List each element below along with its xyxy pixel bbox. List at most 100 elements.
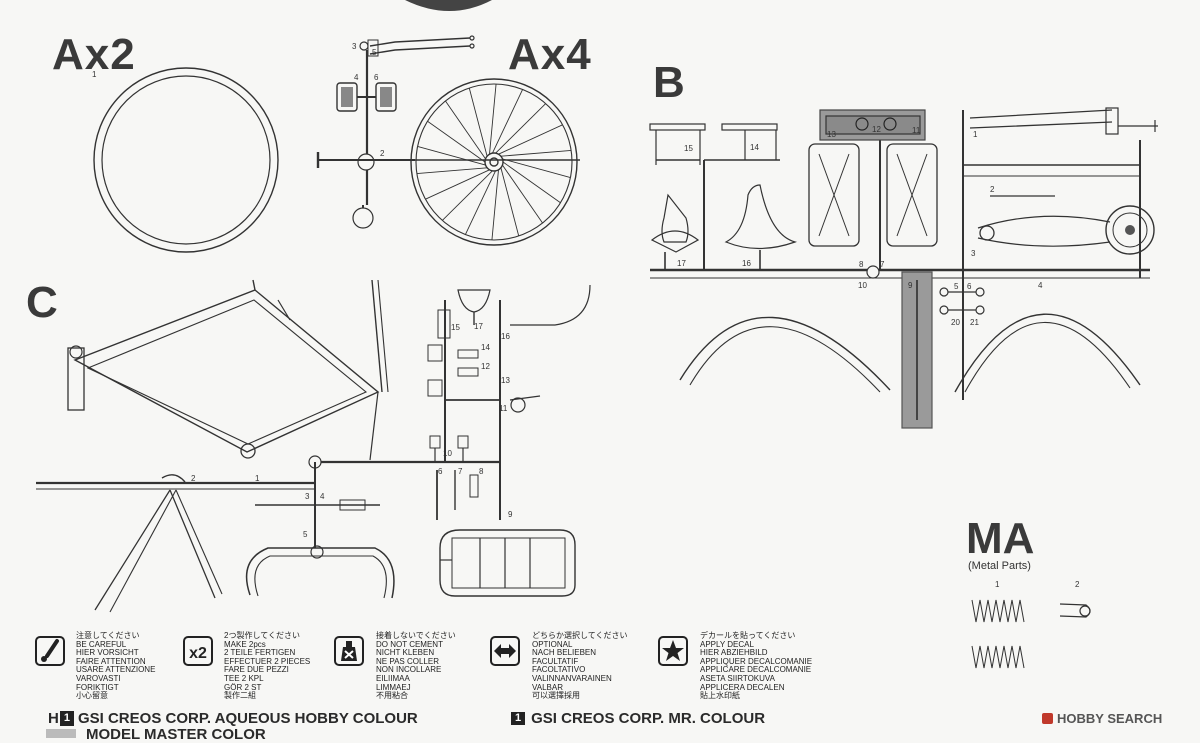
legend-apply-decal: デカールを貼ってください APPLY DECAL HIER ABZIEHBILD…: [700, 631, 813, 701]
legend-line: 不用粘合: [376, 691, 408, 701]
part-a4: 4: [354, 73, 359, 82]
paint-mr-colour: 1 GSI CREOS CORP. MR. COLOUR: [511, 710, 765, 727]
sprue-a-letter-2: A: [508, 30, 541, 79]
legend-line: TEE 2 KPL: [224, 673, 264, 683]
part-a6: 6: [374, 73, 379, 82]
part-b15: 15: [684, 144, 693, 153]
sprue-a-multiplier: x2: [84, 30, 136, 79]
paint-h-box: 1: [59, 711, 74, 726]
legend-make-two: 2つ製作してください MAKE 2pcs 2 TEILE FERTIGEN EF…: [224, 631, 310, 701]
legend-line: USARE ATTENZIONE: [76, 665, 156, 675]
part-ma1: 1: [995, 580, 1000, 589]
legend-line: デカールを貼ってください: [700, 631, 796, 640]
part-c12: 12: [481, 362, 490, 371]
legend-line: FORIKTIGT: [76, 682, 119, 692]
legend-line: NACH BELIEBEN: [532, 648, 597, 658]
sprue-b-label: B: [653, 58, 685, 107]
part-b12: 12: [872, 125, 881, 134]
legend-line: DO NOT CEMENT: [376, 639, 443, 649]
part-b5: 5: [954, 282, 959, 291]
paint-aqueous-label: GSI CREOS CORP. AQUEOUS HOBBY COLOUR: [77, 710, 418, 727]
part-c10: 10: [443, 449, 452, 458]
legend-line: GÖR 2 ST: [224, 682, 262, 692]
part-b21: 21: [970, 318, 979, 327]
legend-line: BE CAREFUL: [76, 639, 127, 649]
legend-line: VAROVASTI: [76, 673, 121, 683]
legend-line: 製作二組: [224, 691, 256, 701]
legend-line: HIER ABZIEHBILD: [700, 648, 768, 658]
legend-line: どちらか選択してください: [532, 631, 628, 640]
part-a3: 3: [352, 42, 357, 51]
part-b11: 11: [912, 126, 921, 135]
legend-line: APPLICERA DECALEN: [700, 682, 785, 692]
optional-icon: [490, 636, 520, 666]
part-c7: 7: [458, 467, 463, 476]
sprue-ma-label: MA: [966, 514, 1035, 563]
legend-line: 小心留意: [76, 691, 108, 701]
part-c1: 1: [255, 474, 260, 483]
apply-decal-icon: [658, 636, 688, 666]
part-b14: 14: [750, 143, 759, 152]
part-c14: 14: [481, 343, 490, 352]
make-two-icon: x2: [183, 636, 213, 666]
legend-line: 注意してください: [76, 631, 140, 640]
legend-line: 貼上水印紙: [700, 691, 740, 701]
legend-line: 接着しないでください: [376, 631, 456, 640]
part-c13: 13: [501, 376, 510, 385]
part-c16: 16: [501, 332, 510, 341]
legend-line: LIMMAEJ: [376, 682, 411, 692]
paint-mr-box: 1: [511, 712, 526, 725]
legend-line: NE PAS COLLER: [376, 656, 439, 666]
legend-line: 2つ製作してください: [224, 631, 300, 640]
careful-icon: [35, 636, 65, 666]
do-not-cement-icon: [334, 636, 364, 666]
part-b6: 6: [967, 282, 972, 291]
part-c11: 11: [499, 404, 508, 413]
part-ma2: 2: [1075, 580, 1080, 589]
part-c4: 4: [320, 492, 325, 501]
sprue-a-wheel-label: Ax4: [508, 30, 592, 80]
make-two-icon-text: x2: [189, 645, 207, 662]
legend-line: NICHT KLEBEN: [376, 648, 435, 658]
legend-line: 2 TEILE FERTIGEN: [224, 648, 296, 658]
part-b8: 8: [859, 260, 864, 269]
hobby-search-watermark: HOBBY SEARCH: [1042, 711, 1162, 726]
part-c5: 5: [303, 530, 308, 539]
legend-line: APPLIQUER DECALCOMANIE: [700, 656, 813, 666]
legend-line: FAIRE ATTENTION: [76, 656, 146, 666]
part-a2: 2: [380, 149, 385, 158]
part-c3: 3: [305, 492, 310, 501]
legend-do-not-cement: 接着しないでください DO NOT CEMENT NICHT KLEBEN NE…: [376, 631, 456, 701]
legend-line: OPTIONAL: [532, 639, 573, 649]
part-c17: 17: [474, 322, 483, 331]
part-a1: 1: [92, 70, 97, 79]
legend-line: FACOLTATIVO: [532, 665, 586, 675]
part-b3: 3: [971, 249, 976, 258]
legend-careful: 注意してください BE CAREFUL HIER VORSICHT FAIRE …: [76, 631, 156, 701]
legend-line: EILIIMAA: [376, 673, 410, 683]
legend-line: NON INCOLLARE: [376, 665, 442, 675]
legend-line: 可以選擇採用: [532, 691, 580, 701]
legend-optional: どちらか選択してください OPTIONAL NACH BELIEBEN FACU…: [532, 631, 628, 701]
part-b1: 1: [973, 130, 978, 139]
legend-line: HIER VORSICHT: [76, 648, 139, 658]
sprue-ma-subtitle: (Metal Parts): [968, 560, 1031, 572]
part-c15: 15: [451, 323, 460, 332]
part-c9: 9: [508, 510, 513, 519]
part-b17: 17: [677, 259, 686, 268]
part-c8: 8: [479, 467, 484, 476]
hobby-search-text: HOBBY SEARCH: [1057, 711, 1163, 726]
part-b2: 2: [990, 185, 995, 194]
legend-line: APPLY DECAL: [700, 639, 754, 649]
sprue-a-letter: A: [52, 30, 85, 79]
legend-line: VALINNANVARAINEN: [532, 673, 612, 683]
part-c6: 6: [438, 467, 443, 476]
part-b13: 13: [827, 130, 836, 139]
sprue-a-multiplier-2: x4: [540, 30, 592, 79]
sprue-a-label: Ax2: [52, 30, 136, 80]
legend-line: MAKE 2pcs: [224, 639, 266, 649]
part-b20: 20: [951, 318, 960, 327]
paint-mr-label: GSI CREOS CORP. MR. COLOUR: [531, 710, 766, 727]
